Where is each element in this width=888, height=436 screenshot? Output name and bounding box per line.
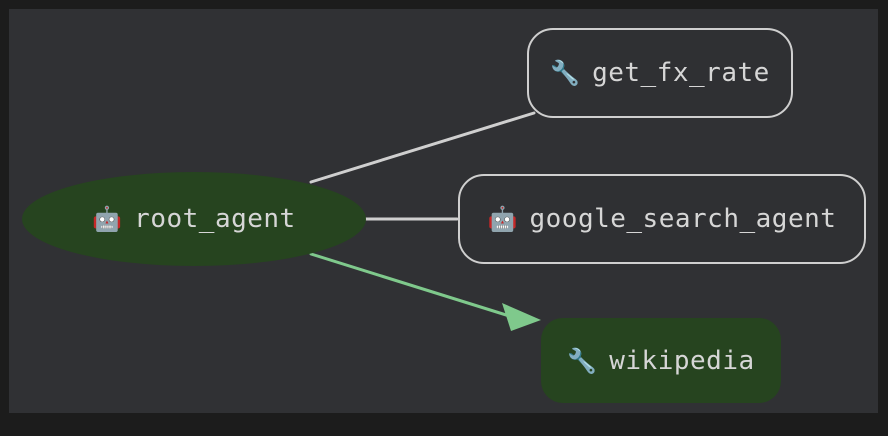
robot-icon: 🤖 bbox=[92, 205, 123, 233]
node-google-search-agent-label: google_search_agent bbox=[529, 204, 837, 234]
node-wikipedia-label: wikipedia bbox=[609, 345, 755, 376]
node-get-fx-rate-label: get_fx_rate bbox=[592, 58, 770, 88]
node-google-search-agent[interactable]: 🤖 google_search_agent bbox=[458, 174, 866, 264]
node-wikipedia[interactable]: 🔧 wikipedia bbox=[541, 318, 781, 403]
wrench-icon: 🔧 bbox=[567, 346, 598, 375]
node-get-fx-rate[interactable]: 🔧 get_fx_rate bbox=[527, 28, 793, 118]
node-root-agent-label: root_agent bbox=[134, 204, 296, 234]
node-root-agent[interactable]: 🤖 root_agent bbox=[22, 172, 366, 266]
wrench-icon: 🔧 bbox=[550, 59, 581, 87]
robot-icon: 🤖 bbox=[487, 205, 518, 233]
